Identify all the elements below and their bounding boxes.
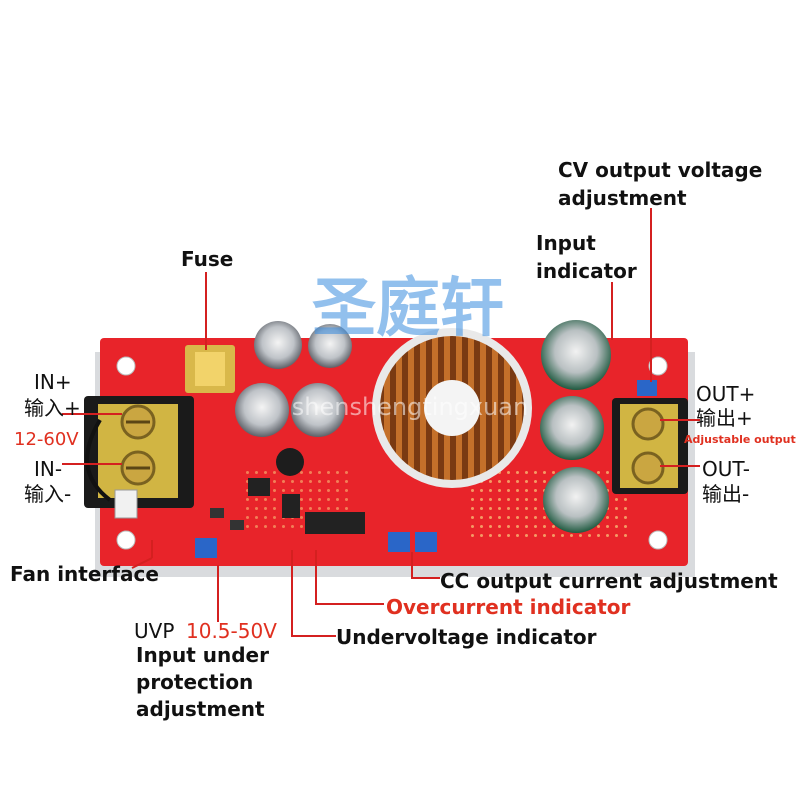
fan-connector bbox=[114, 489, 138, 519]
leader-lines bbox=[62, 208, 700, 637]
toroid-inductor bbox=[372, 328, 532, 488]
cv-potentiometer bbox=[637, 380, 657, 396]
in-minus-label: IN- bbox=[34, 457, 63, 481]
output-terminal-block bbox=[612, 398, 688, 494]
out-minus-cn-label: 输出- bbox=[702, 482, 750, 506]
uvp-desc-line1: Input under bbox=[136, 643, 269, 667]
uvp-range: 10.5-50V bbox=[186, 619, 277, 643]
adjustable-output-label: Adjustable output bbox=[684, 433, 796, 446]
input-voltage-range: 12-60V bbox=[14, 429, 79, 450]
input-indicator-label-line2: indicator bbox=[536, 259, 637, 283]
uvp-label: UVP bbox=[134, 619, 175, 643]
in-plus-label: IN+ bbox=[34, 370, 72, 394]
watermark-subtext: shenshengtingxuan bbox=[292, 393, 528, 421]
uvp-desc-line3: adjustment bbox=[136, 697, 265, 721]
fan-interface-label: Fan interface bbox=[10, 562, 159, 586]
fuse-component bbox=[185, 345, 235, 393]
out-plus-label: OUT+ bbox=[696, 382, 756, 406]
out-minus-label: OUT- bbox=[702, 457, 750, 481]
in-plus-cn-label: 输入+ bbox=[24, 396, 81, 420]
cc-potentiometer-2 bbox=[415, 532, 437, 552]
undervoltage-indicator-label: Undervoltage indicator bbox=[336, 625, 597, 649]
uvp-potentiometer bbox=[195, 538, 217, 558]
input-capacitors bbox=[235, 321, 352, 476]
cc-adjust-label: CC output current adjustment bbox=[440, 569, 778, 593]
cc-potentiometer-1 bbox=[388, 532, 410, 552]
watermark-logo: 圣庭轩 bbox=[312, 272, 504, 346]
cv-adjust-label-line2: adjustment bbox=[558, 186, 687, 210]
out-plus-cn-label: 输出+ bbox=[696, 406, 753, 430]
output-capacitors bbox=[540, 320, 611, 533]
cv-adjust-label-line1: CV output voltage bbox=[558, 158, 763, 182]
in-minus-cn-label: 输入- bbox=[24, 482, 72, 506]
input-indicator-label-line1: Input bbox=[536, 231, 596, 255]
overcurrent-indicator-label: Overcurrent indicator bbox=[386, 595, 631, 619]
uvp-desc-line2: protection bbox=[136, 670, 254, 694]
fuse-label: Fuse bbox=[181, 247, 234, 271]
control-ic bbox=[305, 512, 365, 534]
input-terminal-block bbox=[84, 396, 194, 508]
